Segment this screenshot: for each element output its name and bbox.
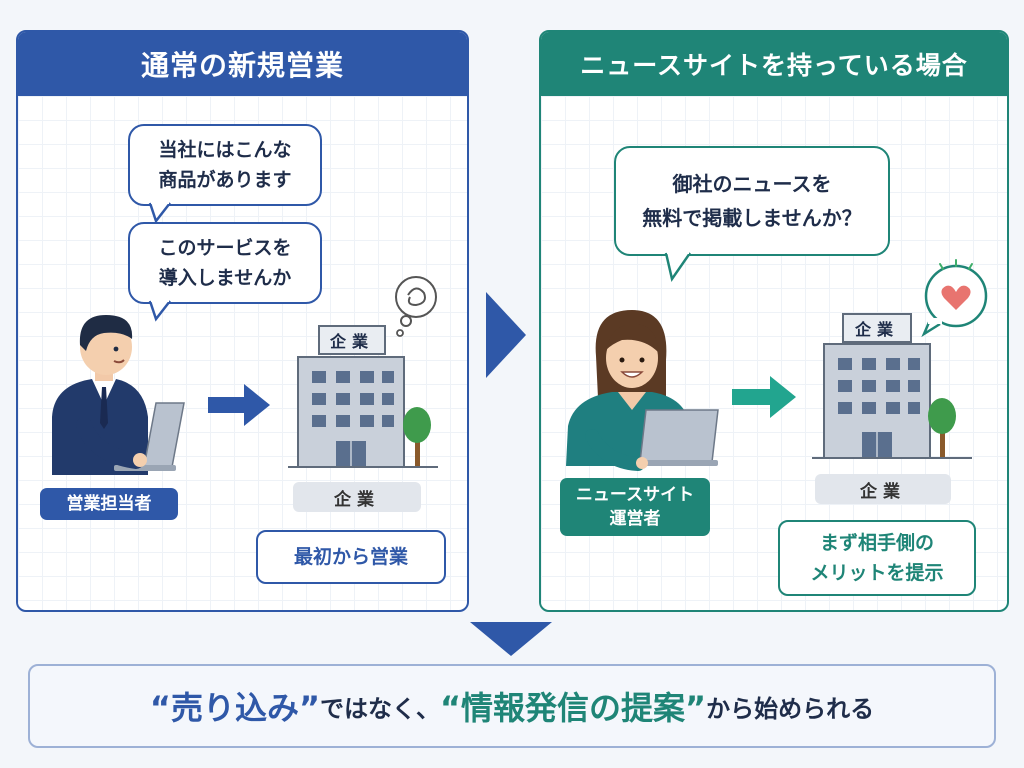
arrow-right-icon: [486, 292, 526, 378]
conclusion-not: ではなく、: [320, 694, 440, 723]
conclusion-info-proposal: “情報発信の提案”: [440, 689, 707, 727]
bubble-line: 御社のニュースを: [672, 172, 832, 196]
salesperson-label: 営業担当者: [40, 488, 178, 520]
arrow-down-icon: [470, 622, 552, 656]
news-site-operator-icon: [566, 310, 719, 471]
company-label: 企業: [293, 482, 421, 512]
panel-title-news-site: ニュースサイトを持っている場合: [541, 32, 1007, 96]
news-site-operator-label: ニュースサイト 運営者: [560, 478, 710, 536]
bubble-line: 商品があります: [158, 169, 292, 191]
label-line: ニュースサイト: [575, 485, 695, 505]
result-box-benefit-first: まず相手側の メリットを提示: [778, 520, 976, 596]
conclusion-selling: “売り込み”: [149, 689, 320, 727]
building-sign: 企業: [318, 325, 386, 355]
arrow-right-icon: [732, 376, 796, 418]
panel-title-regular: 通常の新規営業: [18, 32, 467, 96]
bubble-line: このサービスを: [158, 237, 292, 259]
bubble-line: 導入しませんか: [158, 267, 292, 289]
result-box-sales-first: 最初から営業: [256, 530, 446, 584]
salesman-icon: [52, 315, 185, 475]
office-building-icon: [812, 259, 988, 459]
bubble-tail-icon: [664, 250, 692, 283]
company-label: 企業: [815, 474, 951, 504]
office-building-icon: [288, 276, 438, 468]
result-line: まず相手側の: [819, 532, 934, 554]
label-line: 運営者: [609, 509, 661, 529]
bubble-tail-icon: [148, 200, 171, 224]
conclusion-banner: “売り込み” ではなく、 “情報発信の提案” から始められる: [28, 664, 996, 748]
speech-bubble-news-offer: 御社のニュースを 無料で掲載しませんか？: [614, 146, 890, 256]
bubble-line: 無料で掲載しませんか？: [642, 206, 862, 230]
building-sign: 企業: [842, 313, 912, 343]
conclusion-can-start: から始められる: [706, 694, 875, 723]
bubble-line: 当社にはこんな: [158, 139, 292, 161]
speech-bubble-service: このサービスを 導入しませんか: [128, 222, 322, 304]
arrow-right-icon: [208, 384, 270, 426]
result-line: メリットを提示: [810, 562, 944, 584]
bubble-tail-icon: [148, 298, 171, 322]
speech-bubble-products: 当社にはこんな 商品があります: [128, 124, 322, 206]
